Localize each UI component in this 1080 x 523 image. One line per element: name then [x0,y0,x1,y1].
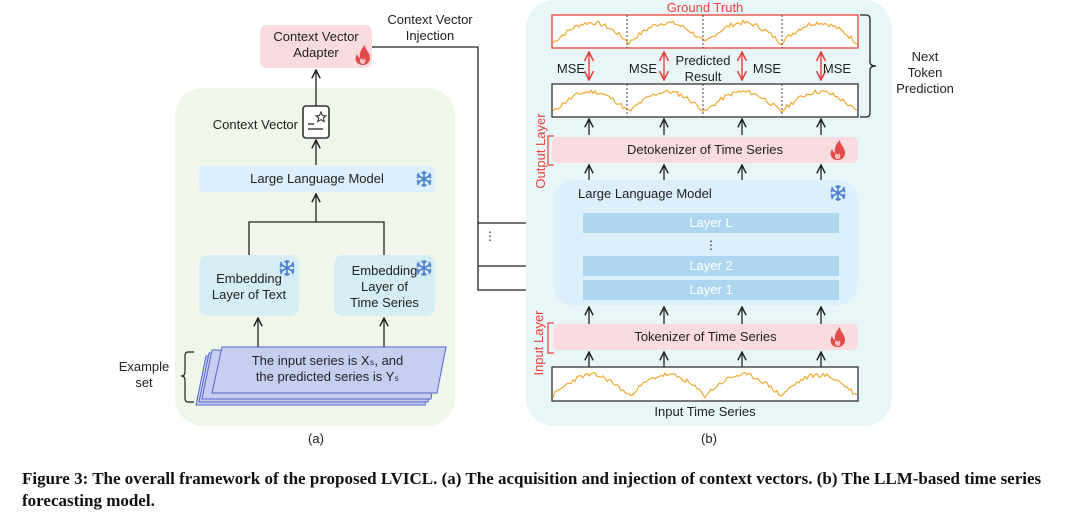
adapter-label-line2: Adapter [293,45,339,60]
mse-label: MSE [556,61,586,76]
series-path [552,372,858,399]
injection-label: Context Vector Injection [370,12,490,44]
next-token-brace [860,14,877,118]
llm-box-a [199,166,435,192]
embedding-ts-label: Embedding Layer of Time Series [334,263,435,311]
input-layer-label: Input Layer [531,310,546,376]
mse-label: MSE [628,61,658,76]
next-token-line2: Token [907,65,943,80]
example-set-label: Example set [108,359,180,391]
context-vector-document-icon [302,105,330,139]
tokenizer-box [553,324,858,350]
mse-label: MSE [752,61,782,76]
detokenizer-label: Detokenizer of Time Series [626,142,784,157]
mse-label: MSE [822,61,852,76]
injection-label-line1: Context Vector [387,12,473,27]
embedding-ts-line3: Time Series [350,295,419,310]
layer-l-label: Layer L [689,215,733,230]
figure-caption: Figure 3: The overall framework of the p… [22,469,1042,510]
embedding-text-line2: Layer of Text [211,287,287,302]
predicted-series-box [551,83,859,118]
adapter-label: Context Vector Adapter [260,29,372,61]
example-card-line1: The input series is Xₛ, and [251,353,404,368]
detokenizer-box [552,137,858,163]
predicted-line2: Result [684,69,722,84]
predicted-result-label: Predicted Result [668,53,738,85]
injection-ellipsis: ⋮ [484,229,496,243]
next-token-line1: Next [911,49,939,64]
adapter-label-line1: Context Vector [273,29,359,44]
input-series-box [551,366,859,402]
series-path [552,89,858,113]
injection-label-line2: Injection [405,28,455,43]
example-set-cards [195,346,447,406]
llm-label-a: Large Language Model [250,171,384,186]
input-layer-bracket [547,322,554,354]
example-set-brace [180,351,194,403]
context-vector-label: Context Vector [212,117,298,132]
example-card-text: The input series is Xₛ, and the predicte… [215,353,440,385]
panel-a-label: (a) [308,431,324,446]
series-path [552,19,858,46]
layer-1-label: Layer 1 [689,282,733,297]
input-series-line [552,372,858,399]
embedding-ts-line2: Layer of [361,279,408,294]
next-token-line3: Prediction [896,81,954,96]
tokenizer-label: Tokenizer of Time Series [634,329,777,344]
output-layer-bracket [547,135,554,166]
context-vector-adapter-box [260,25,372,68]
panel-b-label: (b) [701,431,717,446]
next-token-label: Next Token Prediction [880,49,970,97]
example-set-line1: Example [118,359,170,374]
predicted-series-line [552,89,858,113]
layer-l-bar [583,213,839,233]
embedding-text-label: Embedding Layer of Text [199,271,299,303]
output-layer-label: Output Layer [533,113,548,189]
mse-arrows [589,52,821,80]
llm-label-b: Large Language Model [578,186,712,201]
predicted-line1: Predicted [675,53,731,68]
ground-truth-series-box [551,14,859,49]
layer-2-label: Layer 2 [689,258,733,273]
detokenizer-output-arrows [589,119,821,135]
embedding-ts-box [334,255,435,316]
embedding-text-line1: Embedding [216,271,282,286]
embedding-ts-line1: Embedding [351,263,418,278]
example-set-line2: set [135,375,153,390]
input-time-series-label: Input Time Series [654,404,756,419]
ground-truth-label: Ground Truth [666,0,744,15]
llm-output-arrows [589,165,821,182]
ground-truth-series-line [552,19,858,46]
layer-1-bar [583,280,839,300]
input-series-arrows [589,352,821,367]
layer-2-bar [583,256,839,276]
tokenizer-output-arrows [589,307,821,324]
embedding-text-box [199,255,299,316]
layer-ellipsis: ⋮ [705,238,717,252]
example-card-line2: the predicted series is Yₛ [255,369,400,384]
